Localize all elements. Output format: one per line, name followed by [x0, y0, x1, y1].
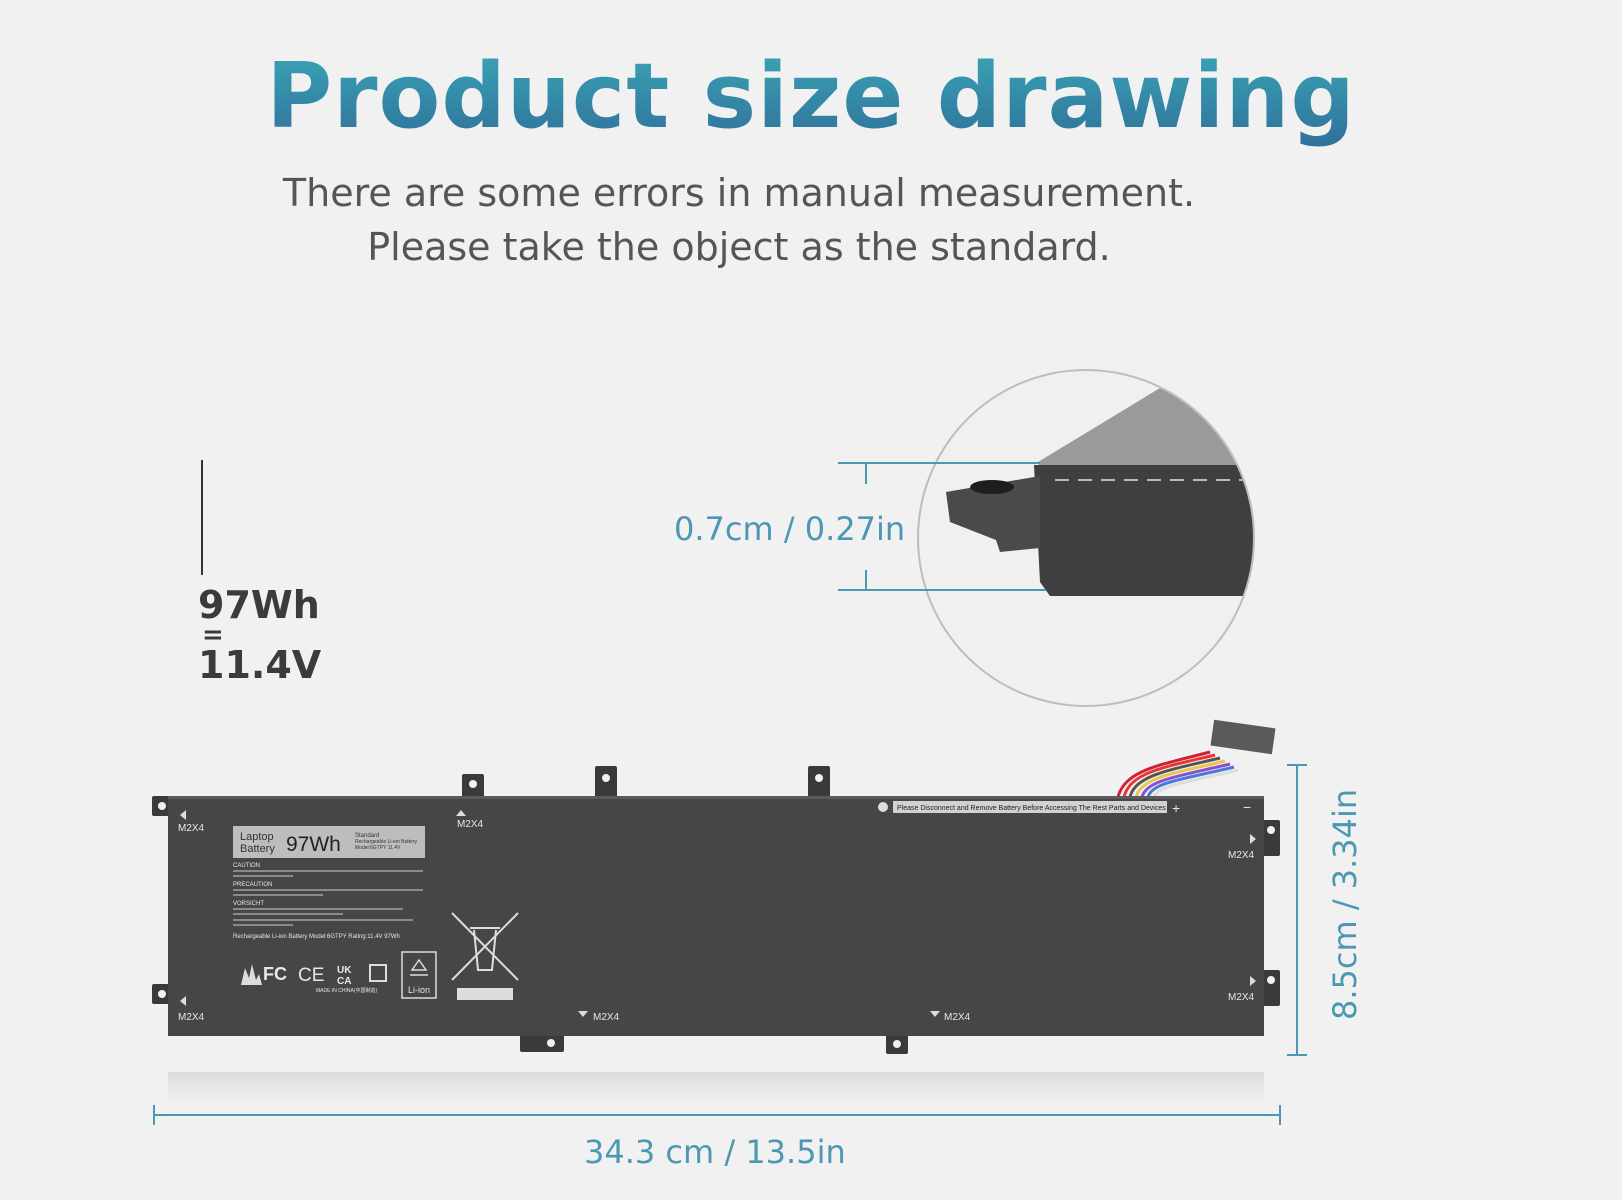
label-wh: 97Wh [286, 833, 341, 856]
label-caution: CAUTION [233, 863, 260, 869]
screw-label: M2X4 [1228, 992, 1255, 1003]
zoom-detail [917, 369, 1255, 707]
label-rechargeable: Rechargeable Li-ion Battery [355, 839, 417, 845]
label-vorsicht: VORSICHT [233, 901, 264, 907]
label-rating: Rechargeable Li-ion Battery Model:6GTPY … [233, 934, 400, 940]
page-title: Product size drawing [0, 44, 1622, 149]
thickness-guide [838, 462, 1046, 591]
ce-mark: CE [298, 965, 324, 986]
crossed-bin-icon [451, 912, 519, 1000]
screw-labels: M2X4 M2X4 M2X4 M2X4 M2X4 M2X4 M2X4 [178, 810, 1256, 1023]
battery-connector [1116, 719, 1276, 798]
capacity-value: 97Wh [198, 583, 320, 627]
subtitle: There are some errors in manual measurem… [0, 166, 1478, 274]
warning-text: Please Disconnect and Remove Battery Bef… [897, 805, 1166, 812]
label-model: Model:6GTPY 11.4V [355, 845, 401, 851]
screw-label: M2X4 [1228, 850, 1255, 861]
voltage-value: 11.4V [198, 643, 322, 687]
battery-reflection [168, 1072, 1264, 1122]
width-dimension [153, 1105, 1281, 1125]
fire-warning-icon [241, 964, 262, 985]
subtitle-line-2: Please take the object as the standard. [367, 225, 1111, 269]
spec-separator: = [202, 620, 224, 650]
plus-terminal: + [1172, 800, 1180, 816]
li-ion-mark: Li-ion [408, 985, 430, 995]
screw-label: M2X4 [593, 1012, 620, 1023]
label-standard: Standard [355, 833, 379, 839]
ukca-mark-bottom: CA [337, 976, 351, 987]
battery-specs: 97Wh = 11.4V [198, 585, 321, 685]
minus-terminal: − [1243, 799, 1251, 815]
label-made-in: MADE IN CHINA(中国制造) [316, 987, 377, 994]
screw-label: M2X4 [944, 1012, 971, 1023]
label-battery: Battery [240, 843, 275, 855]
subtitle-line-1: There are some errors in manual measurem… [282, 171, 1196, 215]
screw-label: M2X4 [178, 823, 205, 834]
info-icon [878, 802, 888, 812]
label-precaution: PRECAUTION [233, 882, 272, 888]
battery-label: Laptop Battery 97Wh Standard Rechargeabl… [233, 826, 519, 1000]
label-laptop: Laptop [240, 831, 274, 843]
recycle-icon: Li-ion [401, 951, 437, 999]
screw-label: M2X4 [178, 1012, 205, 1023]
ukca-mark-top: UK [337, 965, 352, 976]
width-label: 34.3 cm / 13.5in [584, 1133, 846, 1171]
mount-tabs [152, 766, 1280, 1054]
fc-mark: FC [263, 964, 287, 984]
thickness-label: 0.7cm / 0.27in [674, 510, 906, 548]
cert-mark [369, 964, 387, 982]
height-label: 8.5cm / 3.34in [1326, 788, 1364, 1020]
warning-strip: Please Disconnect and Remove Battery Bef… [878, 799, 1251, 816]
height-dimension [1287, 764, 1307, 1056]
screw-label: M2X4 [457, 819, 484, 830]
spec-divider [201, 460, 203, 575]
